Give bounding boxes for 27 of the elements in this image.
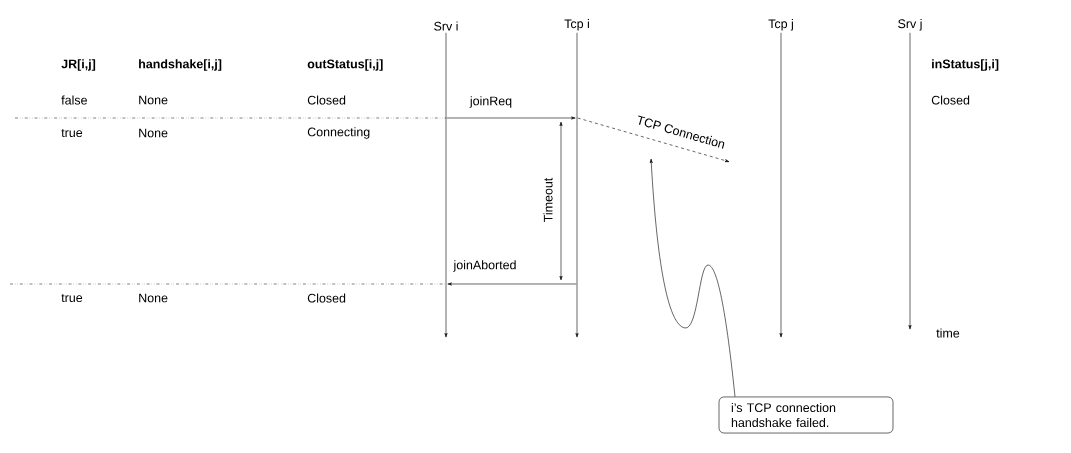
column-header: handshake[i,j]: [139, 59, 222, 71]
column-header: JR[i,j]: [61, 59, 96, 71]
column-header: outStatus[i,j]: [307, 59, 383, 71]
axis-label: time: [936, 328, 960, 338]
message-arrow: [446, 116, 576, 120]
edge-label: joinReq: [468, 95, 514, 109]
edge-label: joinAborted: [452, 259, 518, 273]
table-cell: true: [61, 293, 83, 303]
table-cell: Closed: [307, 95, 346, 105]
node-label: Tcp i: [564, 18, 589, 31]
table-cell: Closed: [307, 293, 346, 303]
table-cell: true: [61, 128, 83, 138]
node-label: Srv i: [434, 21, 458, 31]
connection-arrow: [577, 117, 730, 162]
table-cell: None: [139, 293, 168, 303]
lifeline: Tcp j: [768, 19, 793, 338]
table-cell: None: [139, 128, 168, 138]
table-cell: None: [139, 95, 168, 105]
table-cell: false: [61, 95, 87, 105]
callout-box: i’s TCP connection handshake failed.: [718, 396, 894, 434]
node-label: Srv j: [898, 18, 922, 31]
table-cell: Connecting: [307, 127, 370, 139]
leader-line: [649, 158, 736, 397]
node-label: Tcp j: [768, 18, 793, 31]
lifeline: Tcp i: [564, 19, 589, 338]
message-arrow: [447, 282, 577, 286]
lifeline: Srv j: [898, 19, 922, 330]
